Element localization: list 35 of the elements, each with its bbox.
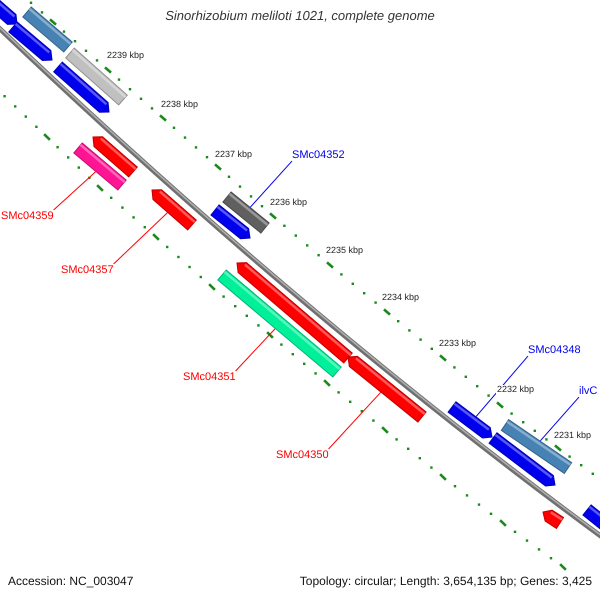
gene-label: SMc04359 <box>1 210 54 222</box>
gene-block <box>447 401 493 439</box>
scale-label: 2237 kbp <box>214 150 254 160</box>
gene-bar <box>73 142 127 191</box>
scale-label: 2236 kbp <box>269 198 308 208</box>
leader-line <box>113 212 168 264</box>
scale-label: 2234 kbp <box>381 293 420 303</box>
gene-block <box>210 204 251 240</box>
scale-label: 2235 kbp <box>325 246 364 256</box>
gene-label: SMc04350 <box>276 449 329 462</box>
scale-label: 2232 kbp <box>496 385 536 395</box>
scale-label: 2233 kbp <box>438 339 478 349</box>
scale-label: 2231 kbp <box>553 431 592 441</box>
gene-block <box>8 21 53 61</box>
gene-label: ilvC <box>579 385 598 398</box>
leader-line <box>328 392 382 450</box>
leader-line <box>476 356 528 417</box>
gene-block <box>347 356 427 423</box>
topology-text: Topology: circular; Length: 3,654,135 bp; Genes: 3,425 <box>300 575 592 588</box>
scale-label: 2239 kbp <box>106 51 146 61</box>
scale-label: 2238 kbp <box>160 100 200 110</box>
gene-label: SMc04348 <box>528 344 581 356</box>
leader-line <box>235 328 276 372</box>
accession-text: Accession: NC_003047 <box>8 575 134 588</box>
leader-line <box>53 171 96 210</box>
leader-line <box>250 160 292 208</box>
gene-label: SMc04351 <box>183 371 236 384</box>
gene-label: SMc04357 <box>61 264 114 276</box>
gene-block <box>151 189 197 231</box>
gene-block <box>542 510 564 530</box>
gene-block <box>53 61 110 113</box>
gene-label: SMc04352 <box>292 149 345 162</box>
gene-block <box>0 0 18 25</box>
title: Sinorhizobium meliloti 1021, complete genome <box>164 9 436 24</box>
gene-block <box>582 504 600 532</box>
